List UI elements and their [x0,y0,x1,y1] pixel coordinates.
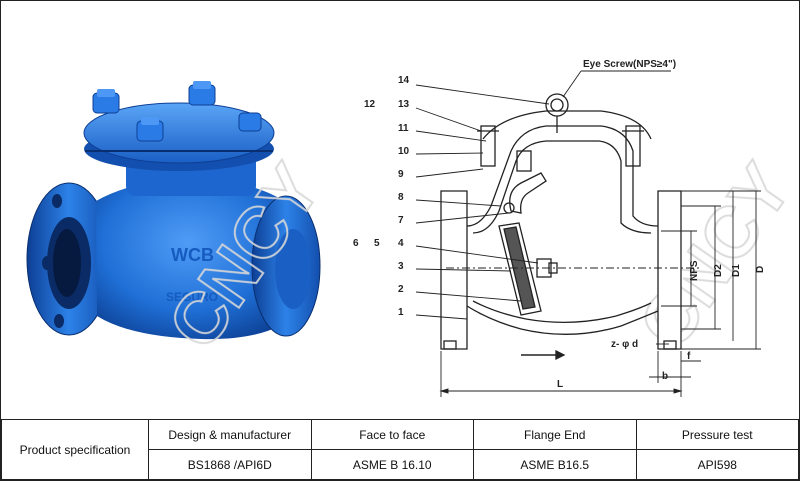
dimension-lines [415,70,761,397]
spec-row-header: Product specification [1,419,149,480]
part-9: 9 [398,169,404,180]
watermark-right: CNCY [625,150,799,363]
valve-photo: WCB SEGURO [26,81,321,340]
svg-text:SEGURO: SEGURO [166,290,218,304]
dim-bolt-holes: z- φ d [611,339,638,350]
dim-L: L [557,379,563,390]
part-12: 12 [364,99,376,110]
part-14: 14 [398,75,410,86]
part-10: 10 [398,146,410,157]
dim-f: f [687,351,691,362]
part-13: 13 [398,99,410,110]
part-3: 3 [398,261,404,272]
part-7: 7 [398,215,404,226]
dimension-labels: L b f z- φ d NPS D2 D1 D [557,260,766,390]
part-6: 6 [353,238,359,249]
dim-nps: NPS [689,260,700,281]
part-2: 2 [398,284,404,295]
part-8: 8 [398,192,404,203]
spec-col-header-face: Face to face [310,419,474,450]
spec-header-row: Product specification Design & manufactu… [1,419,799,480]
part-4: 4 [398,238,404,249]
part-11: 11 [398,123,409,134]
spec-value-row: BS1868 /API6D ASME B 16.10 ASME B16.5 AP… [2,449,799,480]
part-5: 5 [374,238,380,249]
svg-text:WCB: WCB [171,245,214,265]
spec-value-face: ASME B 16.10 [310,449,474,480]
section-drawing [440,93,682,361]
figure-area: WCB SEGURO CNCY CNCY [1,1,799,419]
eye-screw-note: Eye Screw(NPS≥4") [583,59,676,70]
dim-d2: D2 [713,264,724,277]
spec-value-flange: ASME B16.5 [473,449,637,480]
spec-value-design: BS1868 /API6D [148,449,312,480]
spec-col-header-flange: Flange End [473,419,637,450]
dim-d1: D1 [731,264,742,277]
spec-col-header-design: Design & manufacturer [148,419,312,450]
dim-d: D [755,266,766,273]
spec-col-header-pressure: Pressure test [635,419,799,450]
spec-table: Product specification Design & manufactu… [1,419,799,480]
part-1: 1 [398,307,404,318]
dim-b: b [662,371,668,382]
part-number-labels: 14 12 13 11 10 9 8 7 6 5 4 3 2 1 Eye Scr… [353,59,676,318]
figure-svg: WCB SEGURO CNCY CNCY [26,59,799,397]
spec-value-pressure: API598 [635,449,799,480]
